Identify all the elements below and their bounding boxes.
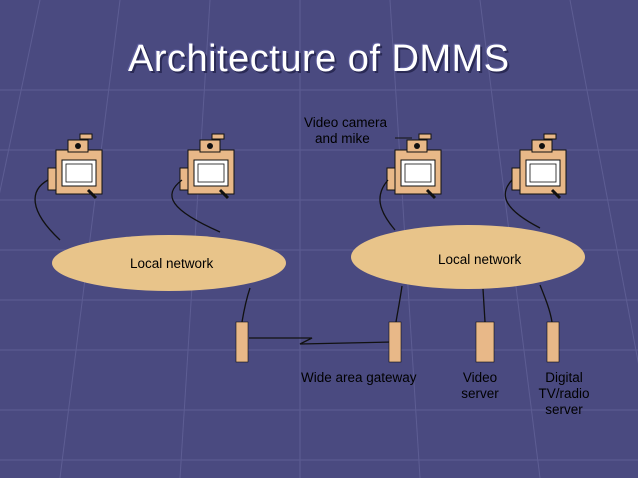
camera-note-line1: Video camera [304, 115, 388, 130]
camera-note-line2: and mike [315, 131, 370, 146]
video-server-device [475, 321, 495, 363]
camera-note: Video camera and mike [304, 115, 387, 147]
digital-server-line2: TV/radio [538, 386, 590, 401]
local-network-right [351, 225, 585, 289]
local-network-left [52, 235, 286, 291]
digital-server-label: Digital TV/radio server [532, 370, 596, 418]
slide-title: Architecture of DMMS [128, 38, 510, 80]
camera-icon [385, 132, 443, 200]
video-server-line1: Video [462, 370, 498, 385]
digital-server-line3: server [545, 402, 583, 417]
wide-area-link [249, 337, 393, 345]
network-links [241, 284, 553, 323]
camera-icon [46, 132, 104, 200]
local-network-left-label: Local network [130, 256, 214, 271]
digital-server-line1: Digital [545, 370, 583, 385]
camera-icon [178, 132, 236, 200]
gateway-device-left [235, 321, 249, 363]
digital-server-device [546, 321, 560, 363]
gateway-device-right [388, 321, 402, 363]
local-network-right-label: Local network [438, 252, 522, 267]
video-server-label: Video server [455, 370, 505, 402]
camera-icon [510, 132, 568, 200]
camera-cables [34, 179, 541, 241]
wide-area-gateway-label: Wide area gateway [301, 370, 417, 385]
video-server-line2: server [461, 386, 499, 401]
